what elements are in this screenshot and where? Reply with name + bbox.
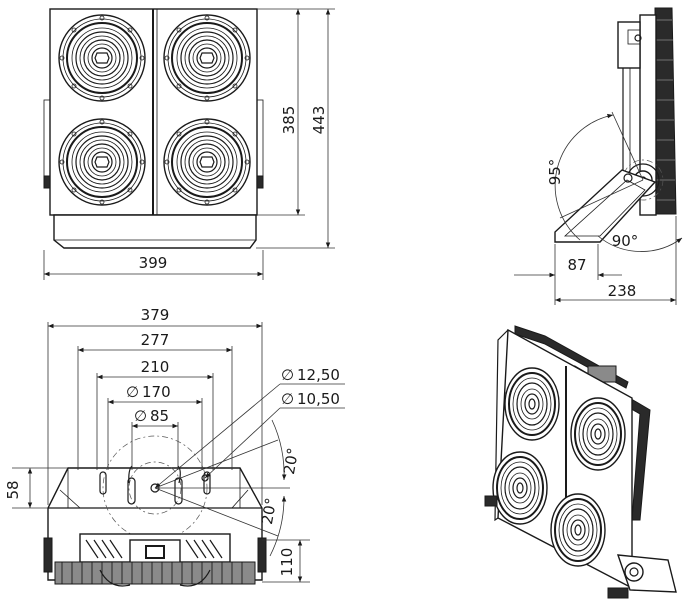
dim-210-label: 210 [141, 358, 170, 376]
dia-symbol-85: ∅ [134, 407, 147, 425]
dim-87-label: 87 [567, 256, 586, 274]
front-view: 385 443 399 [43, 8, 335, 280]
dim-379-label: 379 [141, 306, 170, 324]
hole-1250-label: 12,50 [297, 366, 340, 384]
isometric-view [484, 325, 677, 599]
dim-399-label: 399 [139, 254, 168, 272]
dim-58-label: 58 [4, 480, 22, 499]
dia-symbol-1250: ∅ [281, 366, 294, 384]
angle-20-bottom-label: 20° [258, 496, 280, 525]
hole-1050-label: 10,50 [297, 390, 340, 408]
dim-385-label: 385 [280, 106, 298, 135]
bottom-view: 379 277 210 ∅ 170 ∅ 85 ∅ 12,50 ∅ 10,50 [4, 306, 345, 587]
dia-symbol-170: ∅ [126, 383, 139, 401]
dia-symbol-1050: ∅ [281, 390, 294, 408]
dim-110-label: 110 [278, 548, 296, 577]
tilt-95-label: 95° [546, 159, 564, 186]
dim-85-label: 85 [150, 407, 169, 425]
tilt-90-label: 90° [612, 232, 639, 250]
dim-238-label: 238 [608, 282, 637, 300]
dim-443-label: 443 [310, 106, 328, 135]
dim-277-label: 277 [141, 331, 170, 349]
side-view: 95° 90° 87 238 [514, 7, 683, 305]
dim-170-label: 170 [142, 383, 171, 401]
angle-20-top-label: 20° [280, 446, 302, 475]
